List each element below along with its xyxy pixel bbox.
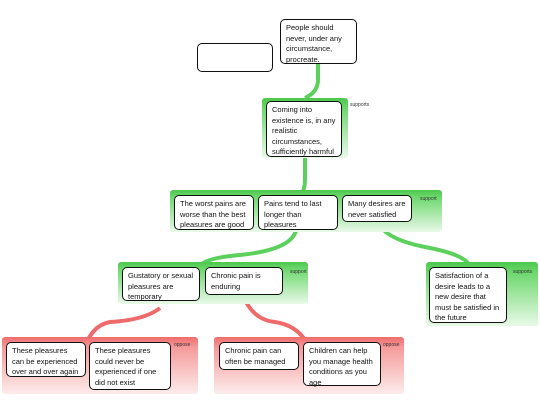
premise-many-desires[interactable]: Many desires are never satisfied [342,195,412,222]
blank-box[interactable] [197,43,273,72]
objection-pleasures-never-experienced[interactable]: These pleasures could never be experienc… [89,342,171,390]
premise-pains-last-longer[interactable]: Pains tend to last longer than pleasures [258,195,338,230]
connector-root-level1 [304,64,320,100]
tag-level3-left: support [290,269,307,275]
tag-objection-left: oppose [174,342,191,348]
connector-level2-level3left [198,230,298,268]
tag-level3-right: supports [513,269,533,275]
premise-satisfaction-of-desire[interactable]: Satisfaction of a desire leads to a new … [429,267,507,323]
premise-chronic-pain-enduring[interactable]: Chronic pain is enduring [205,267,283,295]
tag-objection-right: oppose [383,342,400,348]
objection-pleasures-repeated[interactable]: These pleasures can be experienced over … [6,342,86,377]
level1-claim[interactable]: Coming into existence is, in any realist… [266,101,342,157]
root-claim[interactable]: People should never, under any circumsta… [280,19,357,64]
connector-level3-objection-right [243,299,307,342]
connector-level3-objection-left [86,306,162,341]
objection-children-help[interactable]: Children can help you manage health cond… [303,342,381,387]
premise-worst-pains[interactable]: The worst pains are worse than the best … [174,195,254,230]
tag-level1: supports [350,102,370,108]
tag-level2: support [420,196,437,202]
objection-chronic-pain-managed[interactable]: Chronic pain can often be managed [219,342,299,370]
premise-gustatory-pleasures[interactable]: Gustatory or sexual pleasures are tempor… [122,267,200,301]
